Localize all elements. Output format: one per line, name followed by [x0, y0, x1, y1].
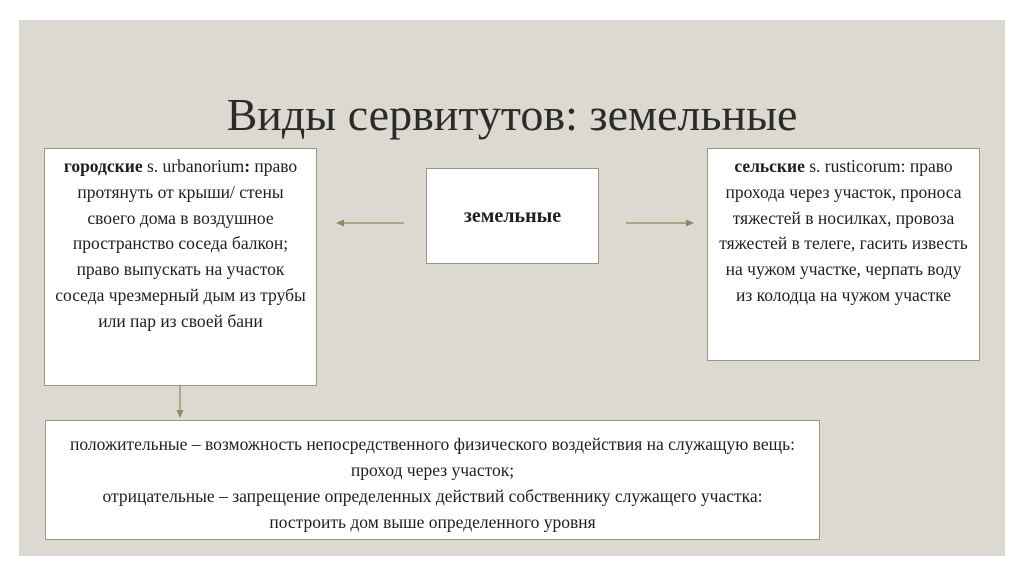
positive-servitude-text: положительные – возможность непосредстве…	[70, 434, 795, 480]
slide-title: Виды сервитутов: земельные	[226, 89, 798, 140]
rural-description: право прохода через участок, проноса тяж…	[719, 156, 968, 305]
urban-servitude-box: городские s. urbanorium: право протянуть…	[44, 148, 317, 386]
rural-term: сельские	[734, 156, 805, 176]
center-label: земельные	[463, 204, 562, 227]
urban-description: право протянуть от крыши/ стены своего д…	[55, 156, 306, 331]
negative-servitude-text: отрицательные – запрещение определенных …	[102, 486, 763, 532]
arrow-right-head	[686, 219, 694, 227]
servitude-types-box: положительные – возможность непосредстве…	[45, 420, 820, 540]
arrow-down-head	[176, 410, 184, 418]
land-servitudes-box: земельные	[426, 168, 599, 264]
arrow-left-head	[336, 219, 344, 227]
urban-colon: :	[244, 156, 251, 176]
urban-term: городские	[63, 156, 143, 176]
rural-latin: s. rusticorum:	[804, 156, 906, 176]
rural-servitude-box: сельские s. rusticorum: право прохода че…	[707, 148, 980, 361]
urban-latin: s. urbanorium	[142, 156, 245, 176]
